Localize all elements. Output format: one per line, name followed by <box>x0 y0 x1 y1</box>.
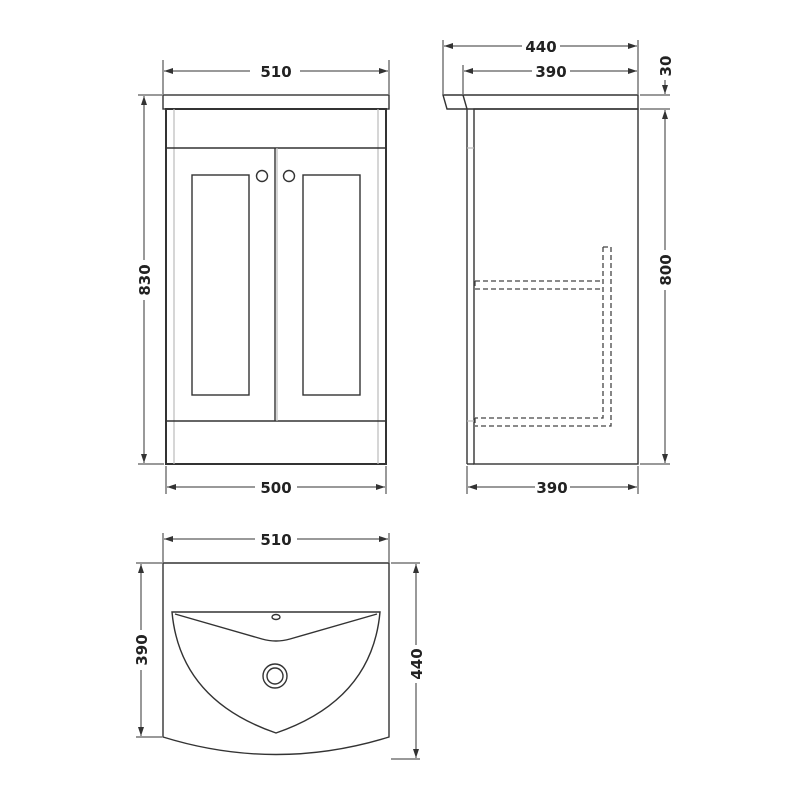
tap-hole-icon <box>271 613 281 621</box>
front-body-width-label: 500 <box>260 479 291 497</box>
side-height-label: 800 <box>657 254 675 285</box>
basin-plan-outline <box>162 562 390 756</box>
plan-side-depth-label: 390 <box>133 634 151 665</box>
front-height-label: 830 <box>136 264 154 295</box>
plan-width-label: 510 <box>260 531 291 549</box>
left-door-panel <box>191 174 250 396</box>
basin-side-profile <box>442 94 639 110</box>
front-view: 510 830 500 <box>136 60 390 497</box>
basin-top <box>162 94 390 110</box>
waste-outer-icon <box>262 663 288 689</box>
cabinet-body <box>165 108 387 465</box>
knob-icon <box>255 169 269 183</box>
basin-deck <box>174 613 378 642</box>
knob-icon <box>282 169 296 183</box>
plan-centre-depth-label: 440 <box>408 648 426 679</box>
side-body-depth-top-label: 390 <box>535 63 566 81</box>
plan-view: 510 390 440 <box>133 531 426 760</box>
right-door-panel <box>302 174 361 396</box>
cabinet-side <box>473 108 639 465</box>
side-body-depth-bottom-label: 390 <box>536 479 567 497</box>
side-top-depth-label: 440 <box>525 38 556 56</box>
basin-bowl <box>171 611 381 734</box>
front-width-label: 510 <box>260 63 291 81</box>
basin-thickness-label: 30 <box>657 56 675 77</box>
waste-inner-icon <box>266 667 284 685</box>
side-view: 440 390 30 800 390 <box>442 38 675 497</box>
